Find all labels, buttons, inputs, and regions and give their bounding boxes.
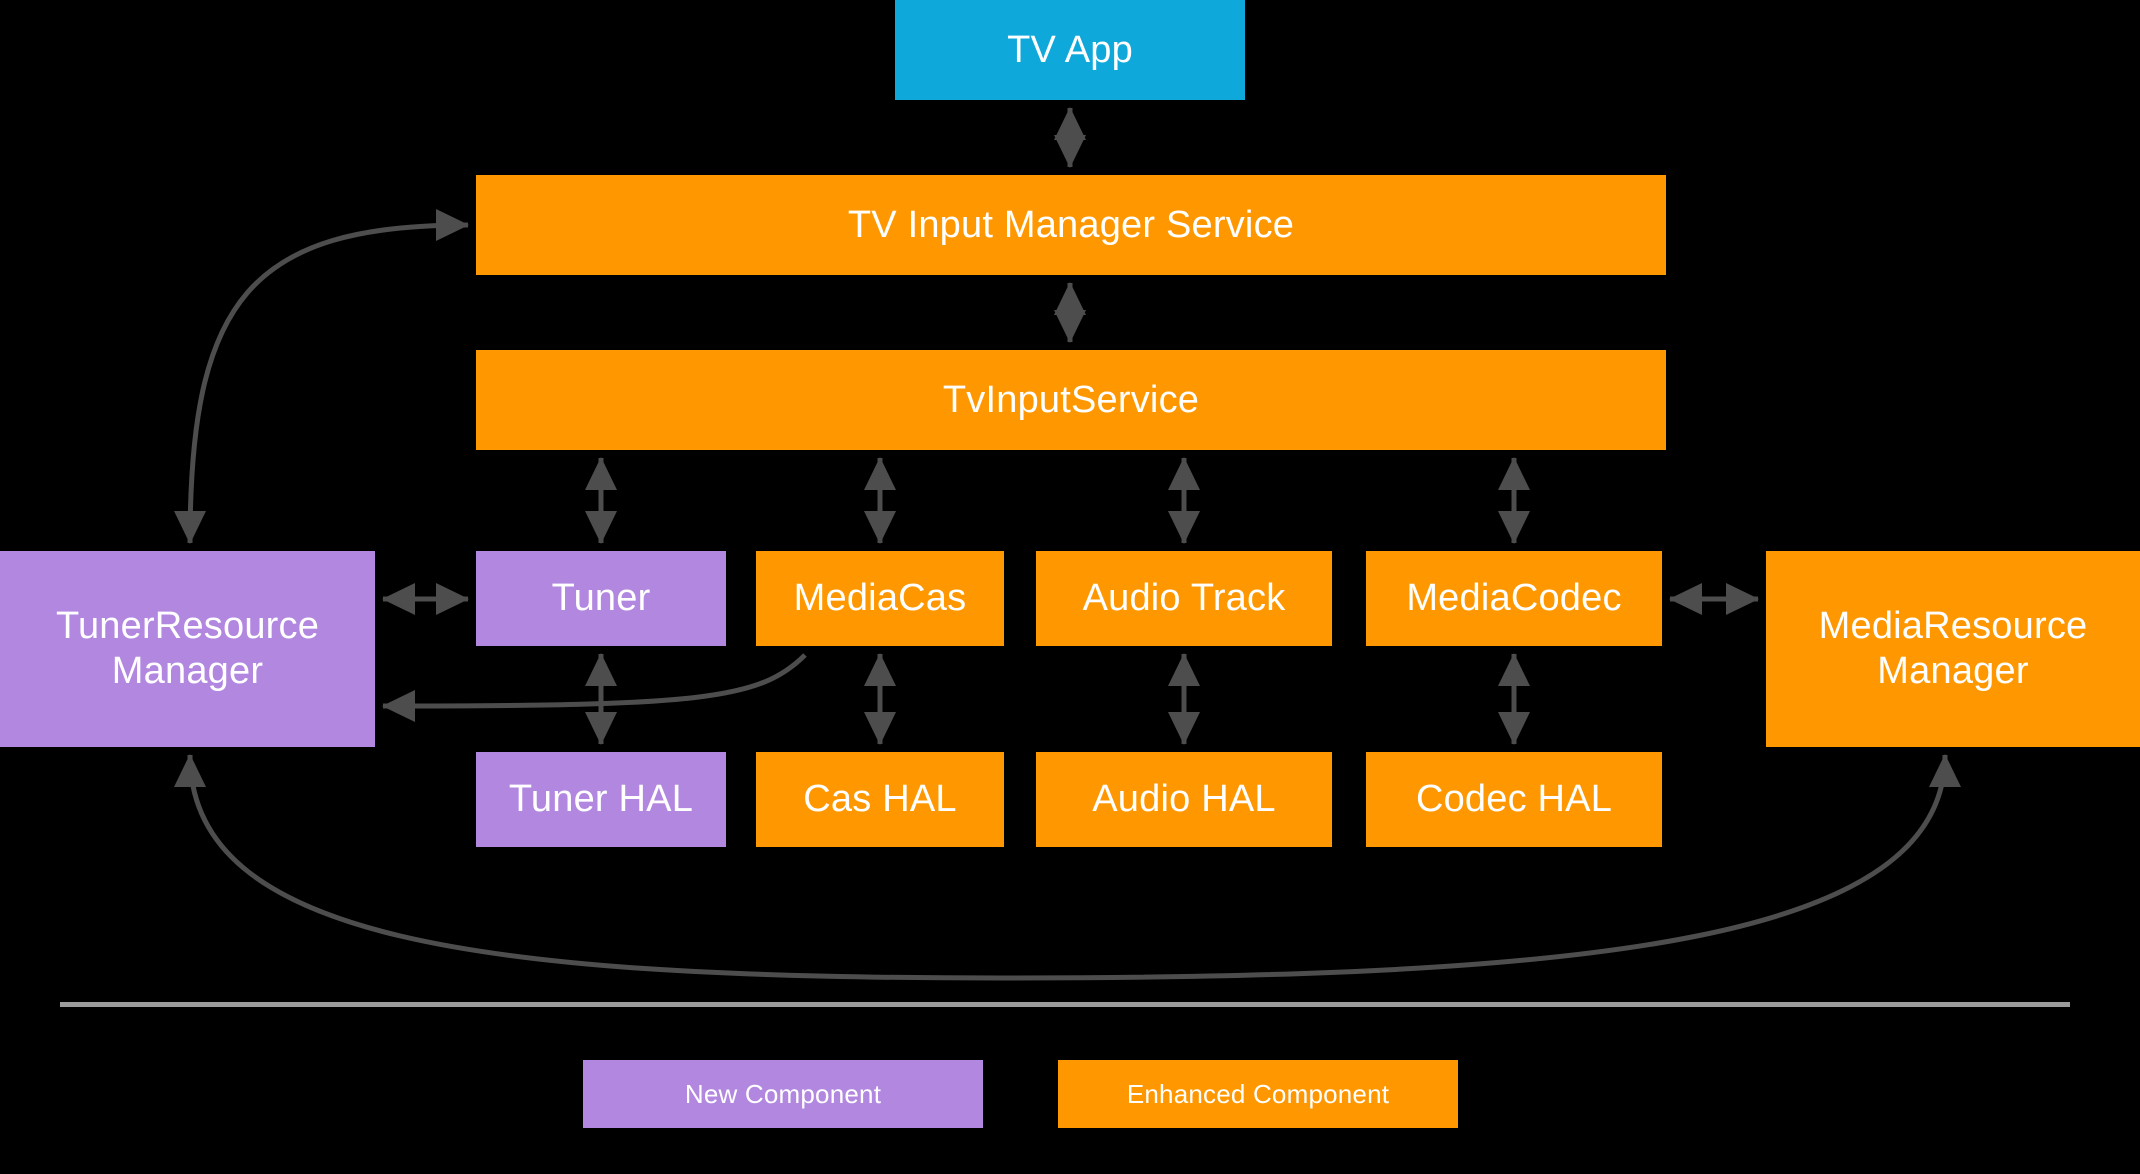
node-audio-hal[interactable]: Audio HAL [1036,752,1332,847]
node-tv-input-manager-service[interactable]: TV Input Manager Service [476,175,1666,275]
node-mediacas[interactable]: MediaCas [756,551,1004,646]
edge-tunerresourcemanager-tims-curve [174,209,469,544]
node-audio-track[interactable]: Audio Track [1036,551,1332,646]
node-tv-app[interactable]: TV App [895,0,1245,100]
node-tuner[interactable]: Tuner [476,551,726,646]
legend-item-enhanced-component: Enhanced Component [1058,1060,1458,1128]
node-tuner-resource-manager[interactable]: TunerResource Manager [0,551,375,747]
node-tuner-hal[interactable]: Tuner HAL [476,752,726,847]
edge-mediacas-tunerresourcemanager-curve [382,653,807,722]
node-cas-hal[interactable]: Cas HAL [756,752,1004,847]
node-tvinputservice[interactable]: TvInputService [476,350,1666,450]
legend-item-new-component: New Component [583,1060,983,1128]
node-mediacodec[interactable]: MediaCodec [1366,551,1662,646]
node-media-resource-manager[interactable]: MediaResource Manager [1766,551,2140,747]
node-codec-hal[interactable]: Codec HAL [1366,752,1662,847]
legend-divider [60,1002,2070,1007]
